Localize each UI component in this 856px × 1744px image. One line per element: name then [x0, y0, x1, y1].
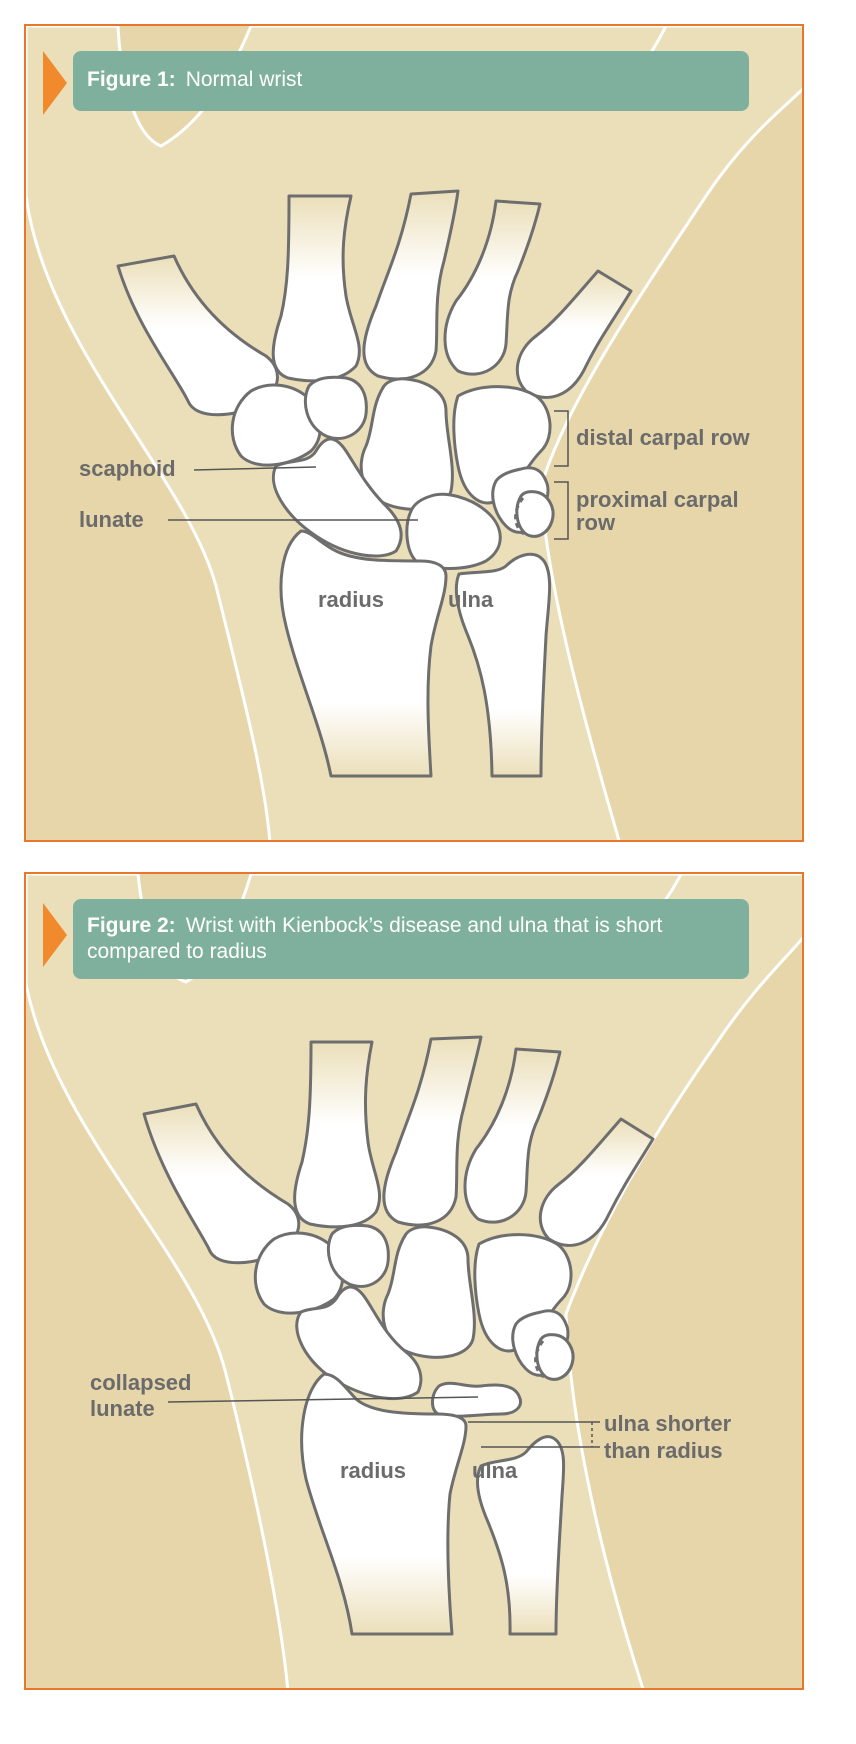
figure-caption: Wrist with Kienbock’s disease and ulna t…: [87, 914, 663, 963]
figure-arrow-marker: [43, 51, 67, 115]
figure-number: Figure 2:: [87, 914, 176, 937]
metacarpal-4: [443, 199, 542, 376]
figure-title-banner: Figure 1: Normal wrist: [73, 51, 749, 111]
annotation-lines: [168, 410, 569, 540]
metacarpal-4: [463, 1047, 562, 1224]
figure-2-kienbock-wrist: Figure 2:Wrist with Kienbock’s disease a…: [24, 872, 804, 1690]
proximal-row-bracket: [554, 481, 569, 540]
pisiform: [515, 490, 555, 538]
label-lunate: lunate: [79, 507, 144, 532]
figure-arrow-marker: [43, 903, 67, 967]
ulna-bone: [454, 552, 552, 778]
pisiform-dashed: [534, 1340, 545, 1379]
label-ulna-shorter-line1: ulna shorter: [604, 1411, 732, 1436]
radius-bone: [279, 529, 448, 778]
metacarpal-3: [362, 189, 460, 381]
figure-caption: Normal wrist: [185, 68, 303, 91]
trapezoid: [303, 375, 368, 440]
label-radius: radius: [318, 587, 385, 612]
pisiform: [535, 1333, 575, 1381]
wrist-illustration: [26, 874, 802, 1688]
bones-group: [142, 1035, 655, 1636]
figure-number: Figure 1:: [87, 68, 176, 91]
label-proximal-carpal-row-line1: proximal carpal: [576, 487, 739, 512]
scaphoid-bone: [271, 437, 403, 558]
label-ulna-shorter-line2: than radius: [604, 1438, 723, 1463]
trapezium: [230, 383, 322, 467]
capitate: [381, 1225, 476, 1359]
bones-group: [116, 189, 633, 778]
trapezium: [253, 1231, 345, 1315]
scaphoid-leader: [193, 466, 317, 471]
ulna-bone: [476, 1435, 566, 1636]
label-collapsed-lunate-line2: lunate: [90, 1396, 155, 1421]
collapsed-lunate-leader: [167, 1396, 479, 1403]
label-ulna: ulna: [448, 587, 494, 612]
distal-row-bracket: [554, 410, 569, 467]
radius-bone: [300, 1372, 468, 1636]
figure-title-banner: Figure 2:Wrist with Kienbock’s disease a…: [73, 899, 749, 979]
collapsed-lunate-bone: [431, 1381, 522, 1418]
figure-1-normal-wrist: Figure 1: Normal wrist scaphoid lunate di…: [24, 24, 804, 842]
capitate: [359, 377, 454, 511]
label-distal-carpal-row: distal carpal row: [576, 425, 750, 450]
label-ulna: ulna: [472, 1458, 518, 1483]
trapezoid: [326, 1223, 390, 1288]
annotation-lines: [167, 1396, 600, 1448]
label-scaphoid: scaphoid: [79, 456, 176, 481]
metacarpal-3: [382, 1035, 483, 1227]
pisiform-dashed: [514, 497, 525, 536]
label-proximal-carpal-row-line2: row: [576, 510, 616, 535]
label-radius: radius: [340, 1458, 407, 1483]
label-collapsed-lunate-line1: collapsed: [90, 1370, 192, 1395]
